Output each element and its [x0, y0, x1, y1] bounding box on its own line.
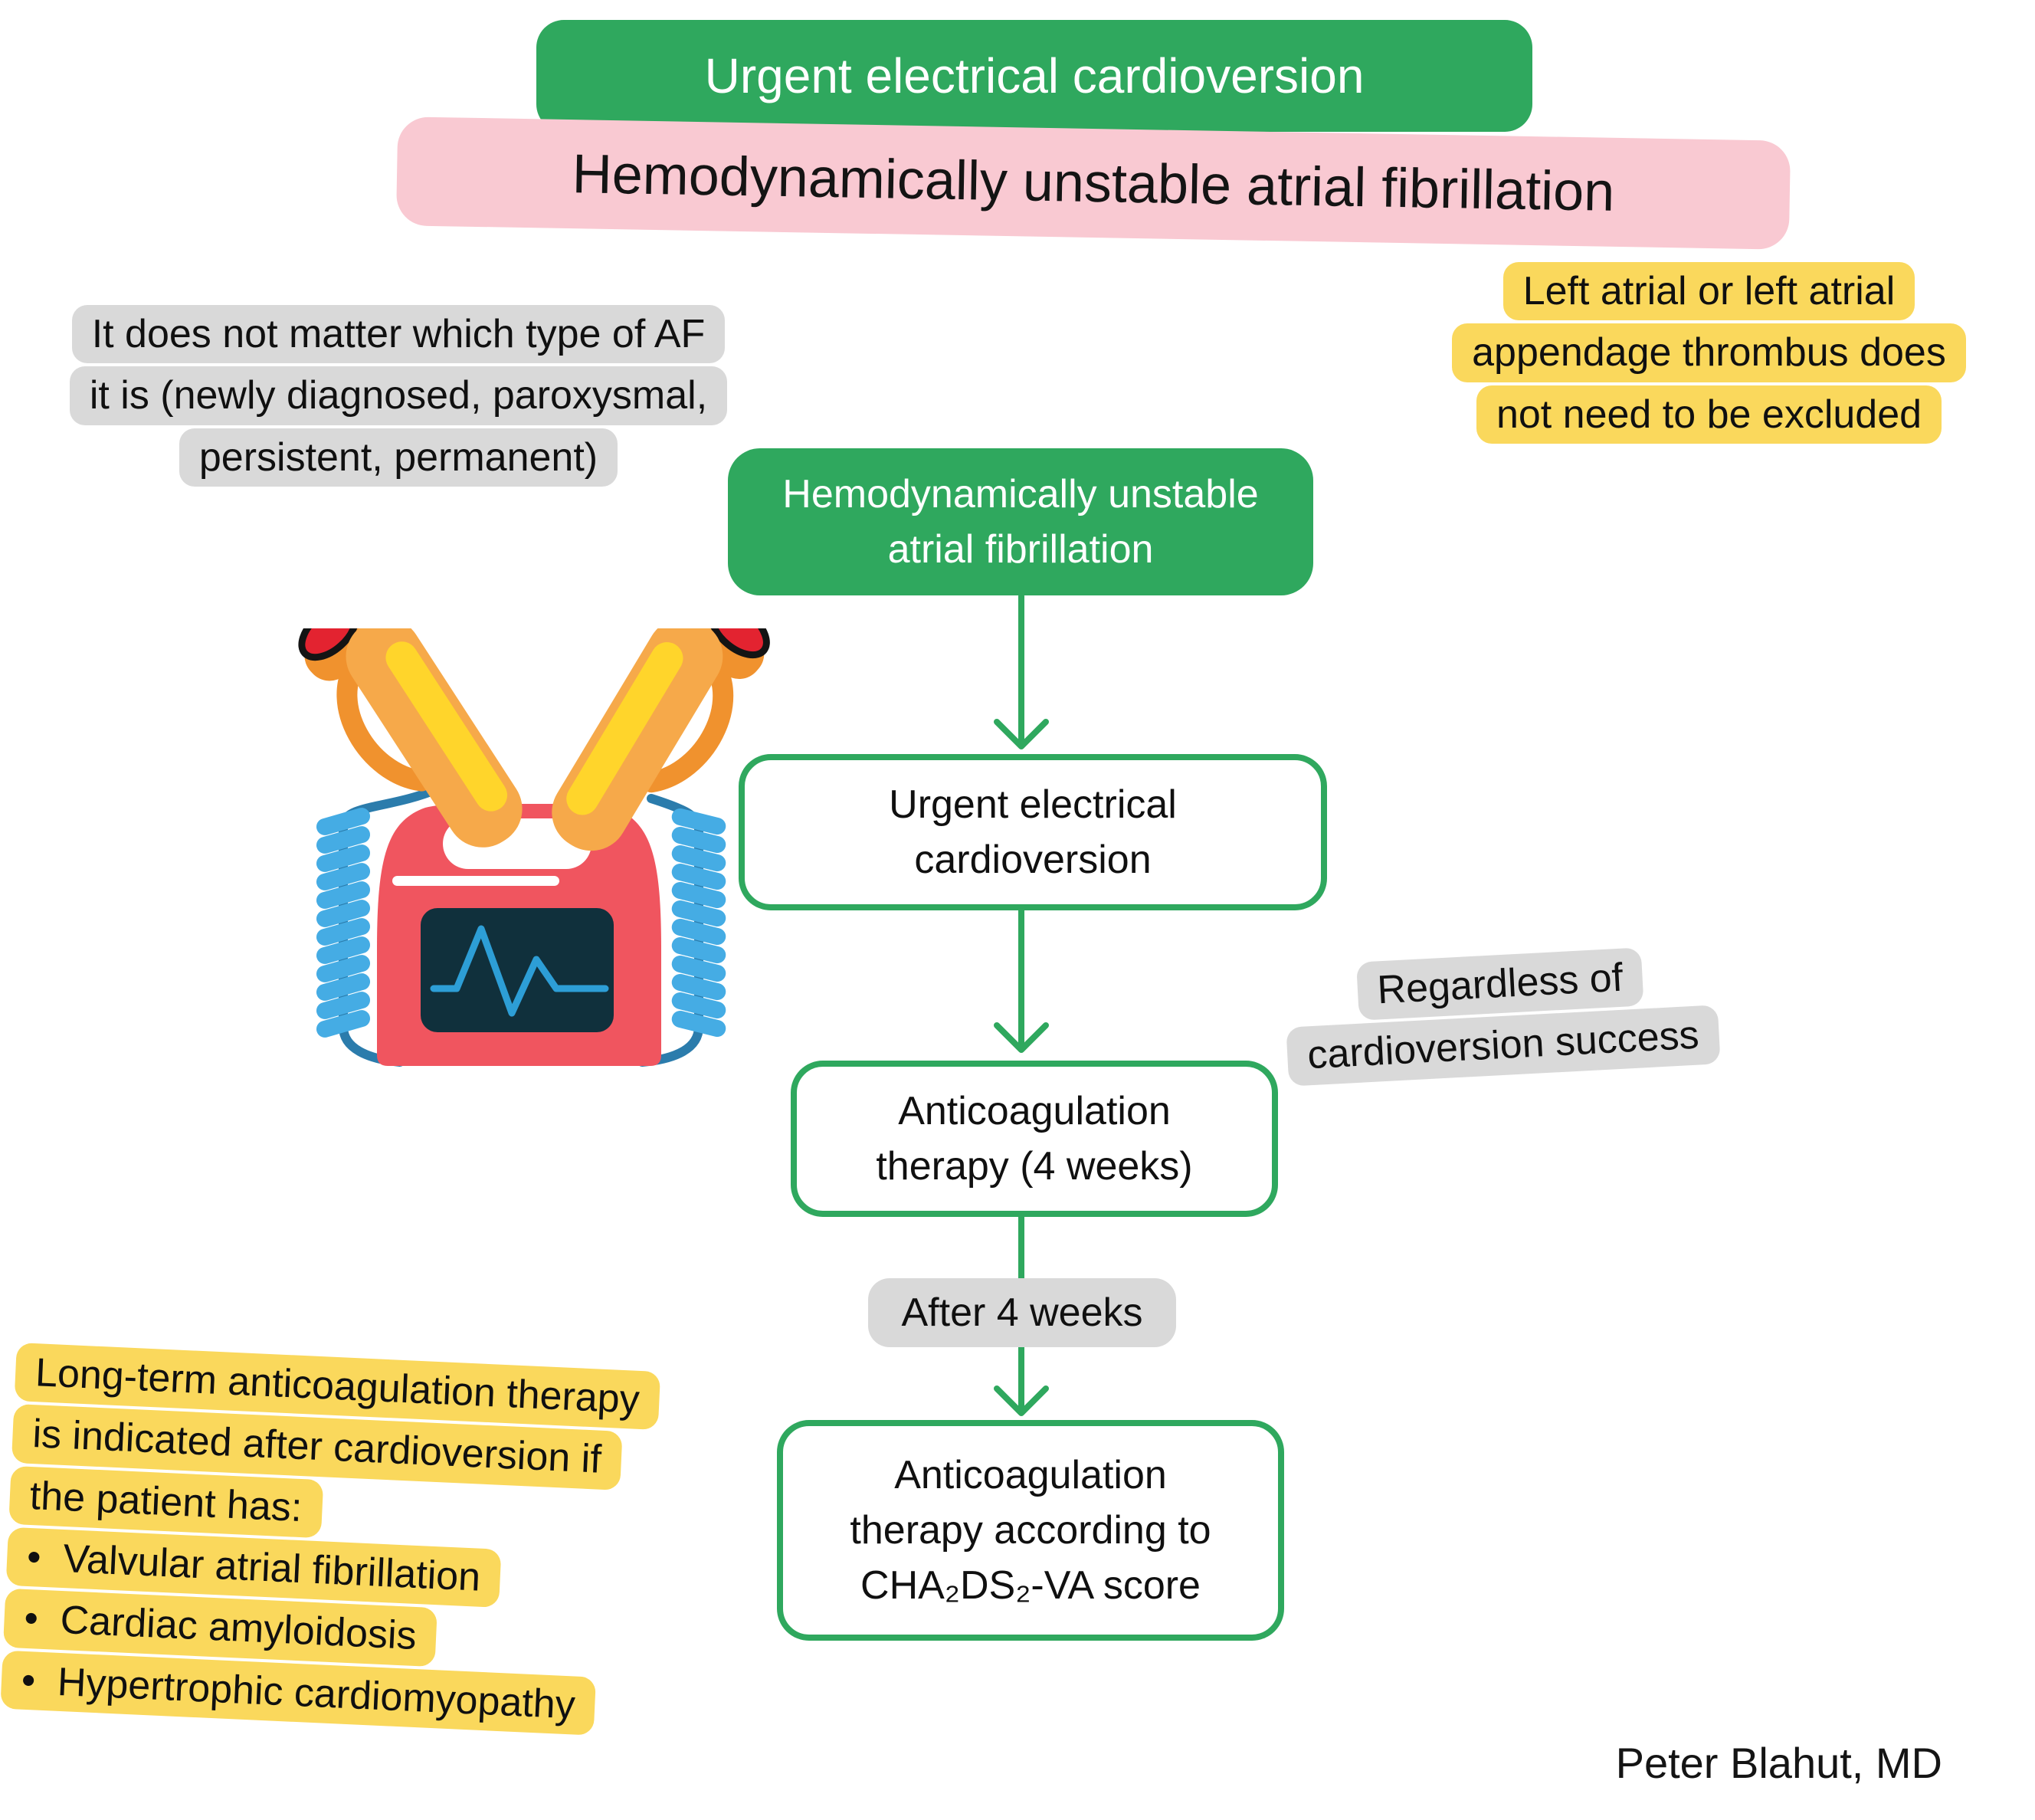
arrowhead-2	[994, 1022, 1049, 1053]
flow-node-anticoagulation-long-term: Anticoagulation therapy according to CHA…	[777, 1420, 1284, 1641]
note-long-term: Long-term anticoagulation therapy is ind…	[0, 1343, 828, 1748]
after-4-weeks-text: After 4 weeks	[901, 1290, 1143, 1335]
node-label-line: CHA₂DS₂-VA score	[860, 1563, 1201, 1608]
after-4-weeks-label: After 4 weeks	[868, 1278, 1176, 1347]
node-label-line: atrial fibrillation	[887, 527, 1154, 572]
node-label-line: therapy according to	[850, 1508, 1211, 1553]
arrowhead-1	[994, 719, 1049, 749]
node-label-line: therapy (4 weeks)	[876, 1144, 1193, 1189]
ecg-waveform	[430, 925, 609, 1017]
note-line: the patient has:	[8, 1465, 323, 1539]
author-signature: Peter Blahut, MD	[1615, 1739, 1942, 1787]
node-label-line: cardioversion	[914, 838, 1152, 882]
note-line: appendage thrombus does	[1452, 323, 1966, 382]
node-label-line: Urgent electrical	[889, 782, 1177, 827]
note-line: Left atrial or left atrial	[1502, 262, 1915, 321]
page-subtitle: Hemodynamically unstable atrial fibrilla…	[395, 116, 1791, 250]
node-label-line: Anticoagulation	[898, 1089, 1171, 1133]
note-thrombus: Left atrial or left atrial appendage thr…	[1424, 262, 1994, 447]
note-af-type: It does not matter which type of AF it i…	[19, 305, 778, 490]
page-title-text: Urgent electrical cardioversion	[704, 48, 1365, 103]
node-label-line: Hemodynamically unstable	[782, 472, 1259, 516]
page-subtitle-text: Hemodynamically unstable atrial fibrilla…	[572, 143, 1615, 223]
page-title: Urgent electrical cardioversion	[536, 20, 1532, 132]
note-regardless: Regardless of cardioversion success	[1253, 942, 1750, 1090]
note-line: persistent, permanent)	[179, 428, 618, 487]
note-line: It does not matter which type of AF	[71, 305, 726, 364]
note-line: Regardless of	[1355, 947, 1644, 1021]
note-line: it is (newly diagnosed, paroxysmal,	[69, 366, 728, 425]
defibrillator-screen	[421, 908, 614, 1032]
arrowhead-3	[994, 1385, 1049, 1416]
flow-node-start: Hemodynamically unstable atrial fibrilla…	[728, 448, 1313, 595]
flow-node-urgent-cardioversion: Urgent electrical cardioversion	[739, 754, 1327, 910]
defibrillator-icon	[283, 628, 789, 1067]
note-line: not need to be excluded	[1476, 385, 1942, 444]
node-label-line: Anticoagulation	[894, 1453, 1167, 1497]
flow-node-anticoagulation-4-weeks: Anticoagulation therapy (4 weeks)	[791, 1061, 1278, 1217]
defibrillator-stripe	[392, 876, 559, 886]
